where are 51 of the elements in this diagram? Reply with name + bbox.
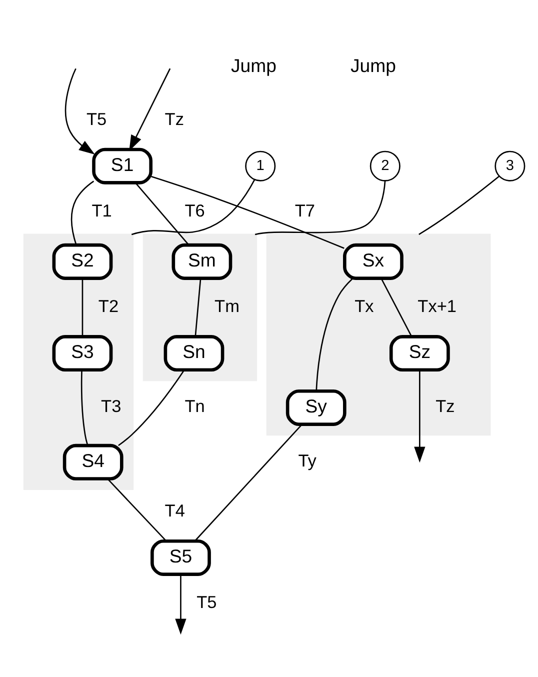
- cluster: [23, 234, 134, 490]
- edge-label: T4: [164, 500, 185, 520]
- node-box: Sy: [286, 389, 346, 426]
- connector: [70, 180, 94, 246]
- edge-label: Tz: [164, 108, 184, 129]
- connector: [380, 278, 412, 337]
- node-circle: 3: [494, 150, 526, 182]
- connector: [118, 370, 185, 446]
- node-circle: 2: [370, 150, 400, 182]
- node-box: S4: [62, 444, 124, 480]
- connector: [131, 179, 256, 236]
- connector: [134, 182, 190, 246]
- connector: [151, 176, 344, 249]
- node-circle: 1: [245, 150, 276, 182]
- node-box: S1: [92, 148, 152, 184]
- connector: [107, 478, 166, 542]
- edge-label: T1: [92, 200, 112, 220]
- connector: [254, 180, 386, 236]
- edge-label: Tx+1: [418, 296, 457, 316]
- node-box: S3: [52, 335, 113, 372]
- cluster: [142, 234, 258, 382]
- connector: [80, 370, 88, 446]
- label: Jump: [231, 55, 276, 76]
- edge-label: Tz: [436, 396, 455, 416]
- arrow: [64, 68, 95, 154]
- arrow: [414, 370, 426, 463]
- edge-label: Ty: [298, 450, 316, 471]
- edge-label: Tm: [214, 296, 240, 316]
- node-box: Sx: [343, 243, 404, 280]
- node-box: Sn: [164, 335, 224, 372]
- edge-label: T7: [294, 200, 316, 220]
- node-box: Sm: [172, 243, 232, 280]
- node-box: S5: [150, 539, 211, 576]
- arrow: [175, 574, 186, 635]
- edge-label: T5: [196, 592, 217, 612]
- edge-label: Tx: [354, 296, 374, 316]
- connector: [82, 278, 84, 337]
- cluster: [266, 234, 491, 436]
- connector: [316, 278, 354, 392]
- edge-label: T3: [101, 396, 122, 416]
- connector: [194, 424, 302, 542]
- label: Jump: [350, 55, 396, 76]
- connector: [194, 278, 202, 337]
- node-box: S2: [52, 243, 113, 280]
- edge-label: T6: [184, 200, 205, 220]
- node-box: Sz: [389, 335, 450, 372]
- edge-label: Tn: [184, 396, 205, 416]
- arrow: [129, 68, 171, 152]
- edge-label: T5: [86, 108, 107, 129]
- connector: [418, 176, 500, 236]
- edge-label: T2: [98, 296, 119, 316]
